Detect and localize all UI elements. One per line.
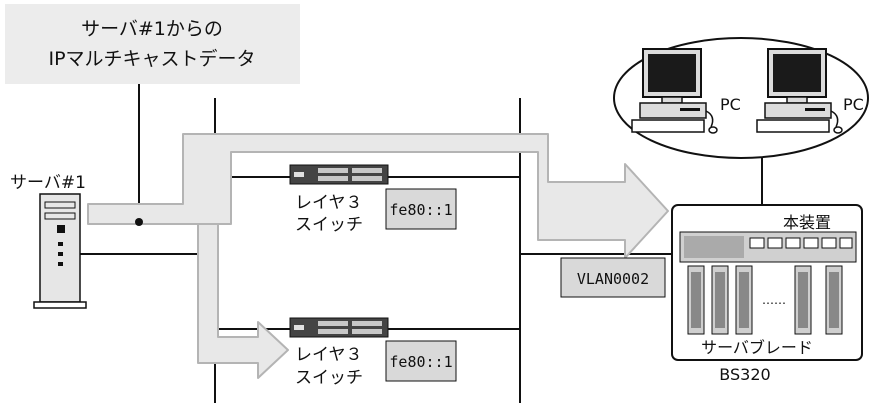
server-blade-5-icon bbox=[826, 266, 842, 334]
l3-switch-bottom-label-line2: スイッチ bbox=[295, 368, 363, 388]
multicast-callout-box bbox=[5, 4, 300, 84]
server-blade-4-icon bbox=[795, 266, 811, 334]
multicast-callout-line1: サーバ#1からの bbox=[81, 18, 223, 40]
l3-switch-bottom-address: fe80::1 bbox=[389, 353, 452, 371]
multicast-flow-arrow-bottom bbox=[198, 224, 288, 378]
pc-1-label: PC bbox=[720, 95, 741, 114]
server-icon bbox=[34, 194, 86, 308]
multicast-source-dot bbox=[135, 218, 143, 226]
server-label: サーバ#1 bbox=[10, 173, 86, 193]
server-blade-label: サーバブレード bbox=[701, 338, 813, 357]
l3-switch-top-icon bbox=[290, 165, 388, 184]
l3-switch-top-label-line2: スイッチ bbox=[295, 215, 363, 235]
l3-switch-bottom-label-line1: レイヤ３ bbox=[295, 345, 363, 365]
chassis-model-label: BS320 bbox=[719, 365, 770, 384]
device-label: 本装置 bbox=[783, 213, 831, 232]
pc-2-label: PC bbox=[843, 95, 864, 114]
switch-module-icon bbox=[680, 232, 856, 262]
multicast-flow-arrow-top bbox=[88, 134, 668, 258]
l3-switch-top-address: fe80::1 bbox=[389, 201, 452, 219]
server-blade-1-icon bbox=[688, 266, 704, 334]
l3-switch-bottom-icon bbox=[290, 318, 388, 337]
server-blade-ellipsis: …… bbox=[762, 293, 786, 307]
multicast-callout-line2: IPマルチキャストデータ bbox=[48, 48, 255, 70]
server-blade-3-icon bbox=[736, 266, 752, 334]
l3-switch-top-label-line1: レイヤ３ bbox=[295, 193, 363, 213]
server-blade-2-icon bbox=[712, 266, 728, 334]
vlan-label: VLAN0002 bbox=[577, 270, 649, 288]
